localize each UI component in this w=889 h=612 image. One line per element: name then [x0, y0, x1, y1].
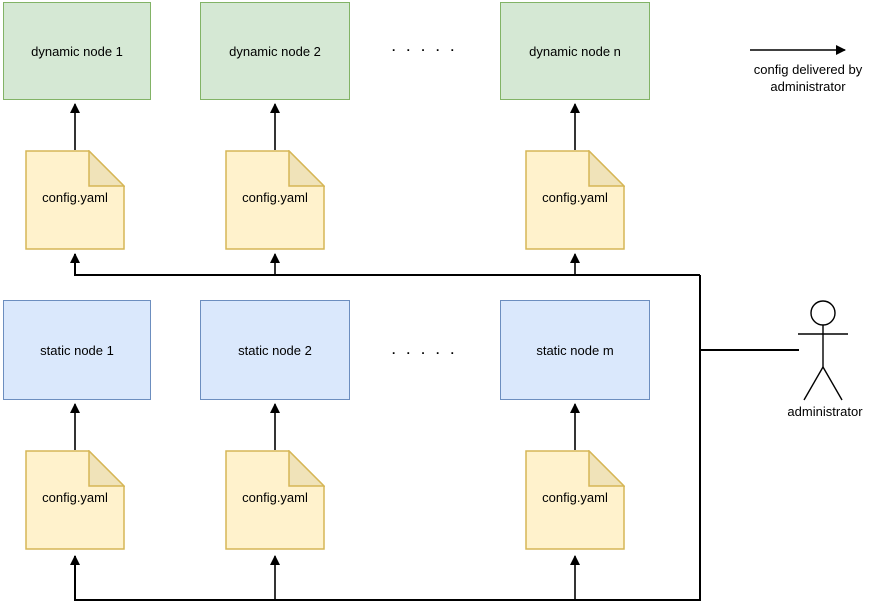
config-file-top-3: config.yaml [525, 150, 625, 250]
actor-leg-right [822, 366, 843, 401]
administrator-label: administrator [787, 404, 863, 419]
static-node-m-label: static node m [536, 342, 614, 358]
dynamic-node-1-label: dynamic node 1 [31, 43, 123, 59]
static-node-2-label: static node 2 [238, 342, 312, 358]
static-node-2: static node 2 [200, 300, 350, 400]
config-file-bottom-1: config.yaml [25, 450, 125, 550]
actor-leg-left [803, 366, 824, 401]
administrator-figure [798, 300, 848, 401]
config-file-bottom-2: config.yaml [225, 450, 325, 550]
config-file-top-1: config.yaml [25, 150, 125, 250]
actor-head [810, 300, 836, 326]
config-file-top-1-label: config.yaml [42, 190, 108, 205]
dynamic-node-1: dynamic node 1 [3, 2, 151, 100]
dynamic-node-2-label: dynamic node 2 [229, 43, 321, 59]
document-icon [525, 150, 625, 250]
config-file-bottom-3-label: config.yaml [542, 490, 608, 505]
config-file-top-3-label: config.yaml [542, 190, 608, 205]
config-file-top-2-label: config.yaml [242, 190, 308, 205]
document-icon [225, 450, 325, 550]
dynamic-node-n: dynamic node n [500, 2, 650, 100]
connector-bottom-trunk [70, 275, 701, 601]
dynamic-node-2: dynamic node 2 [200, 2, 350, 100]
config-file-bottom-1-label: config.yaml [42, 490, 108, 505]
document-icon [25, 150, 125, 250]
connector-top-trunk [70, 253, 700, 276]
dynamic-node-n-label: dynamic node n [529, 43, 621, 59]
static-node-m: static node m [500, 300, 650, 400]
static-row-ellipsis: . . . . . [392, 343, 459, 357]
document-icon [225, 150, 325, 250]
legend-label: config delivered by administrator [753, 62, 863, 94]
document-icon [525, 450, 625, 550]
document-icon [25, 450, 125, 550]
static-node-1: static node 1 [3, 300, 151, 400]
dynamic-row-ellipsis: . . . . . [392, 40, 459, 54]
config-file-bottom-2-label: config.yaml [242, 490, 308, 505]
static-node-1-label: static node 1 [40, 342, 114, 358]
config-file-bottom-3: config.yaml [525, 450, 625, 550]
config-file-top-2: config.yaml [225, 150, 325, 250]
